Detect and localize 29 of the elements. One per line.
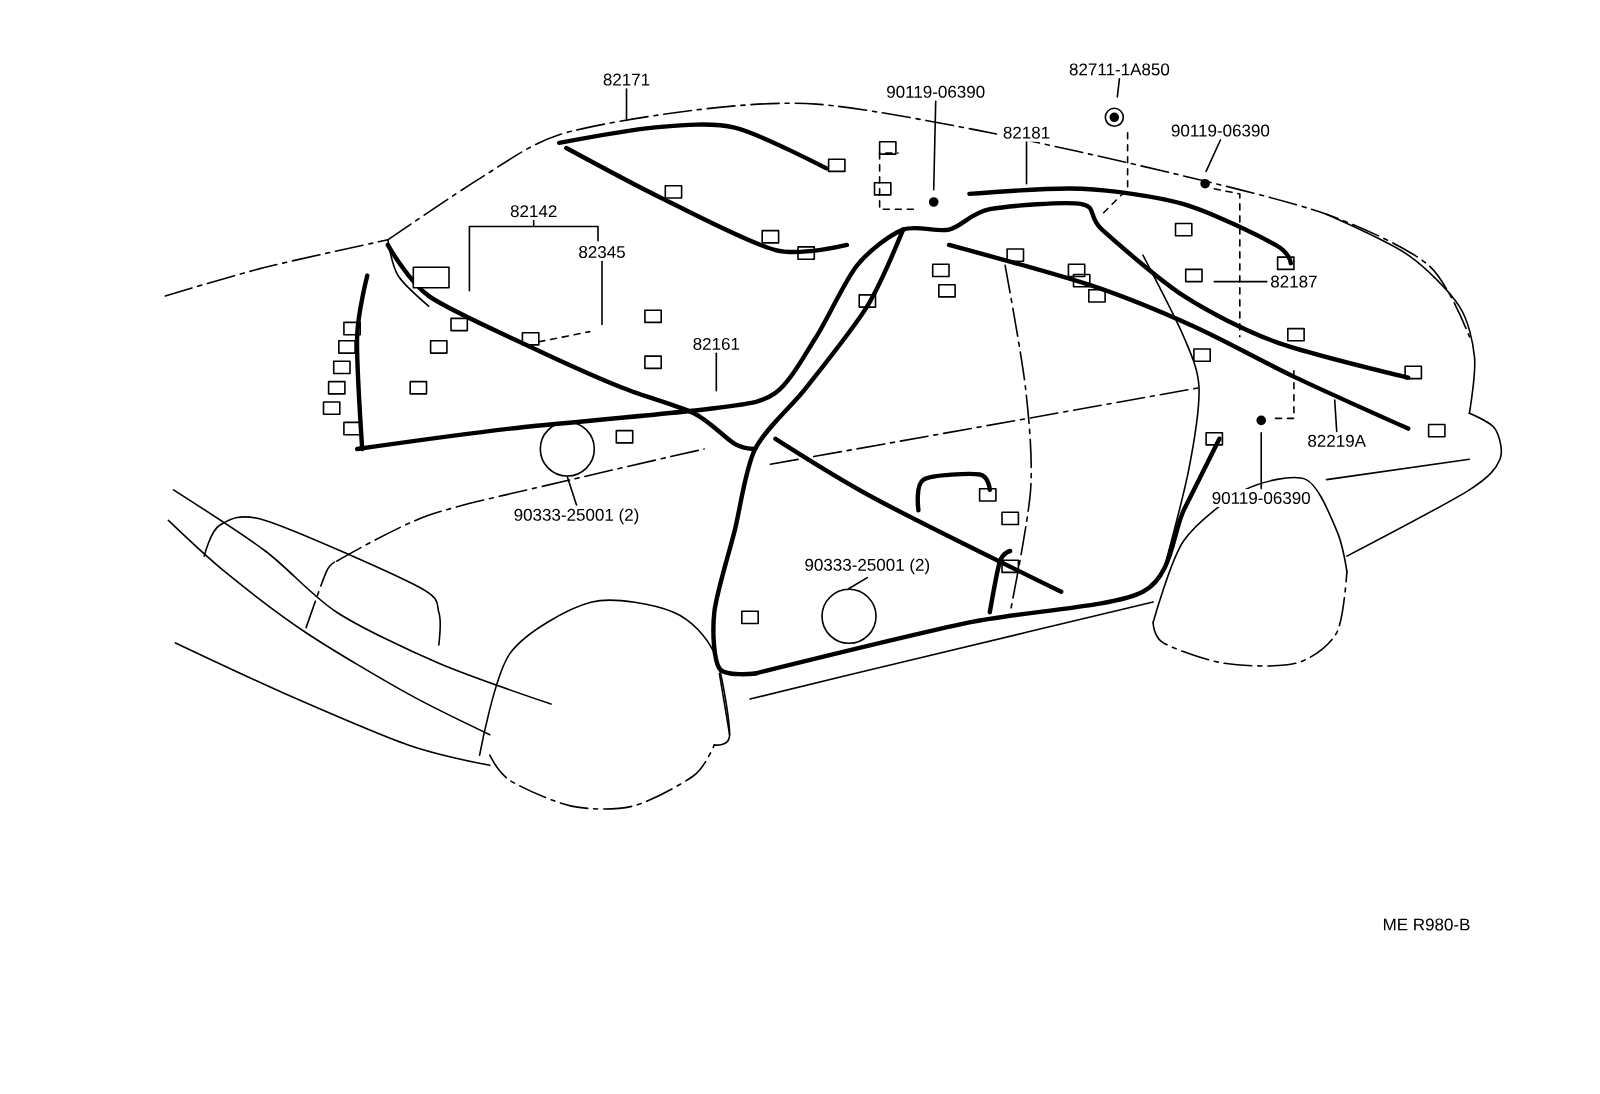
part-number: 82345: [575, 243, 629, 262]
part-number: 82219A: [1304, 431, 1369, 450]
leader-line: [625, 88, 628, 122]
leader-line: [566, 476, 578, 506]
part-number: 90119-06390: [883, 82, 989, 101]
leader-line: [848, 576, 869, 590]
leader-line: [468, 219, 599, 292]
part-number: 90333-25001 (2): [510, 505, 643, 528]
leader-line: [601, 260, 603, 326]
leader-line: [1025, 141, 1028, 185]
part-number: 82171: [599, 70, 654, 89]
part-number: 82161: [689, 334, 743, 353]
leader-line: [715, 352, 718, 392]
grommet-symbol: [539, 421, 596, 477]
part-number: 90119-06390: [1208, 489, 1314, 508]
leader-line: [1333, 399, 1338, 433]
part-number: 90333-25001 (2): [801, 555, 934, 578]
leader-line: [1213, 280, 1268, 283]
leader-line: [1260, 431, 1262, 490]
part-number: 82142: [507, 202, 561, 221]
part-number: 90119-06390: [1167, 121, 1273, 140]
leader-line: [1116, 78, 1121, 98]
leader-line: [1205, 139, 1222, 173]
drawing-code: ME R980-B: [1383, 918, 1470, 931]
part-number: 82181: [999, 123, 1054, 142]
part-number: 82187: [1267, 272, 1321, 291]
grommet-symbol: [821, 588, 877, 645]
leader-line: [932, 100, 937, 191]
part-number: 82711-1A850: [1066, 60, 1173, 79]
